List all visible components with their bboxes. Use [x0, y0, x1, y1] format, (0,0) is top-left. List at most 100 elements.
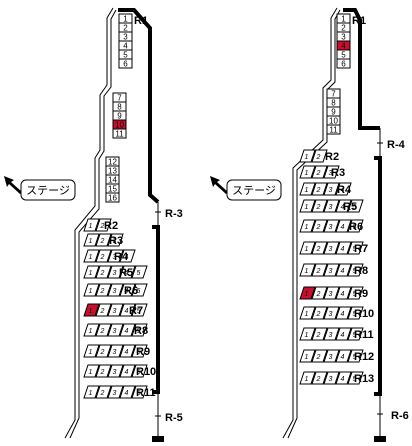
- seat-R7-4[interactable]: [335, 241, 352, 255]
- seat-R10-3[interactable]: [323, 306, 340, 320]
- seat-R7-5[interactable]: [131, 303, 148, 317]
- seat-R4-1[interactable]: [299, 182, 316, 196]
- seat-R10-4[interactable]: [335, 306, 352, 320]
- seat-R10-4[interactable]: [119, 364, 136, 378]
- seat-R10-5[interactable]: [131, 364, 148, 378]
- seat-R10-3[interactable]: [107, 364, 124, 378]
- seat-R8-4[interactable]: [119, 323, 136, 337]
- seat-R4-3[interactable]: [107, 249, 124, 263]
- seat-R11-5[interactable]: [131, 385, 148, 399]
- seat-R8-1[interactable]: [299, 263, 316, 277]
- seat-R10-5[interactable]: [347, 306, 364, 320]
- seat-R6-2[interactable]: [311, 219, 328, 233]
- box-11[interactable]: [326, 124, 341, 135]
- seat-R5-5[interactable]: [347, 199, 364, 213]
- seat-R8-5[interactable]: [347, 263, 364, 277]
- seat-R8-2[interactable]: [311, 263, 328, 277]
- seat-R11-1[interactable]: [83, 385, 100, 399]
- seat-R7-5[interactable]: [347, 241, 364, 255]
- seat-R11-2[interactable]: [311, 327, 328, 341]
- seat-R5-2[interactable]: [311, 199, 328, 213]
- seat-R3-2[interactable]: [311, 165, 328, 179]
- seat-R4-4[interactable]: [119, 249, 136, 263]
- seat-R13-5[interactable]: [347, 371, 364, 385]
- seat-R8-2[interactable]: [95, 323, 112, 337]
- box-6[interactable]: [118, 58, 133, 69]
- seat-R5-3[interactable]: [323, 199, 340, 213]
- seat-R11-5[interactable]: [347, 327, 364, 341]
- seat-R5-4[interactable]: [335, 199, 352, 213]
- seat-R13-1[interactable]: [299, 371, 316, 385]
- seat-R7-2[interactable]: [311, 241, 328, 255]
- seat-R4-4[interactable]: [335, 182, 352, 196]
- seat-R11-2[interactable]: [95, 385, 112, 399]
- seat-R3-1[interactable]: [83, 233, 100, 247]
- seat-R7-2[interactable]: [95, 303, 112, 317]
- seat-R11-3[interactable]: [107, 385, 124, 399]
- seat-R9-4[interactable]: [335, 286, 352, 300]
- seat-R6-3[interactable]: [107, 283, 124, 297]
- seat-R10-2[interactable]: [95, 364, 112, 378]
- seat-R9-1[interactable]: [83, 344, 100, 358]
- seat-R6-1[interactable]: [299, 219, 316, 233]
- seat-R7-4[interactable]: [119, 303, 136, 317]
- seat-R10-2[interactable]: [311, 306, 328, 320]
- seat-R5-4[interactable]: [119, 265, 136, 279]
- seat-R7-3[interactable]: [323, 241, 340, 255]
- seat-R4-1[interactable]: [83, 249, 100, 263]
- seat-R11-4[interactable]: [335, 327, 352, 341]
- seat-R2-1[interactable]: [83, 218, 100, 232]
- seat-R13-4[interactable]: [335, 371, 352, 385]
- seat-R11-3[interactable]: [323, 327, 340, 341]
- seat-R10-1[interactable]: [83, 364, 100, 378]
- seat-R6-5[interactable]: [131, 283, 148, 297]
- box-16[interactable]: [105, 192, 120, 203]
- seat-R6-2[interactable]: [95, 283, 112, 297]
- seat-R5-3[interactable]: [107, 265, 124, 279]
- seat-R6-1[interactable]: [83, 283, 100, 297]
- seat-R5-5[interactable]: [131, 265, 148, 279]
- seat-R9-3[interactable]: [323, 286, 340, 300]
- seat-R3-3[interactable]: [323, 165, 340, 179]
- seat-R12-4[interactable]: [335, 349, 352, 363]
- seat-R4-2[interactable]: [95, 249, 112, 263]
- seat-R13-2[interactable]: [311, 371, 328, 385]
- seat-R3-2[interactable]: [95, 233, 112, 247]
- seat-R12-5[interactable]: [347, 349, 364, 363]
- seat-R12-2[interactable]: [311, 349, 328, 363]
- box-11[interactable]: [112, 128, 127, 139]
- seat-R8-3[interactable]: [323, 263, 340, 277]
- seat-R13-3[interactable]: [323, 371, 340, 385]
- seat-R7-3[interactable]: [107, 303, 124, 317]
- seat-R9-4[interactable]: [119, 344, 136, 358]
- box-6[interactable]: [336, 58, 351, 69]
- seat-R4-3[interactable]: [323, 182, 340, 196]
- seat-R9-5[interactable]: [347, 286, 364, 300]
- seat-R2-2[interactable]: [311, 149, 328, 163]
- seat-R6-5[interactable]: [347, 219, 364, 233]
- seat-R6-4[interactable]: [119, 283, 136, 297]
- seat-R9-5[interactable]: [131, 344, 148, 358]
- seat-R9-3[interactable]: [107, 344, 124, 358]
- seat-R11-4[interactable]: [119, 385, 136, 399]
- seat-R8-5[interactable]: [131, 323, 148, 337]
- seat-R9-1[interactable]: [299, 286, 316, 300]
- seat-R10-1[interactable]: [299, 306, 316, 320]
- seat-R5-1[interactable]: [83, 265, 100, 279]
- seat-R6-4[interactable]: [335, 219, 352, 233]
- seat-R2-2[interactable]: [95, 218, 112, 232]
- seat-R11-1[interactable]: [299, 327, 316, 341]
- seat-R8-1[interactable]: [83, 323, 100, 337]
- seat-R7-1[interactable]: [299, 241, 316, 255]
- seat-R4-2[interactable]: [311, 182, 328, 196]
- seat-R8-4[interactable]: [335, 263, 352, 277]
- seat-R3-3[interactable]: [107, 233, 124, 247]
- seat-R8-3[interactable]: [107, 323, 124, 337]
- seat-R9-2[interactable]: [311, 286, 328, 300]
- seat-R5-1[interactable]: [299, 199, 316, 213]
- seat-R2-1[interactable]: [299, 149, 316, 163]
- seat-R5-2[interactable]: [95, 265, 112, 279]
- seat-R12-1[interactable]: [299, 349, 316, 363]
- seat-R7-1[interactable]: [83, 303, 100, 317]
- seat-R3-1[interactable]: [299, 165, 316, 179]
